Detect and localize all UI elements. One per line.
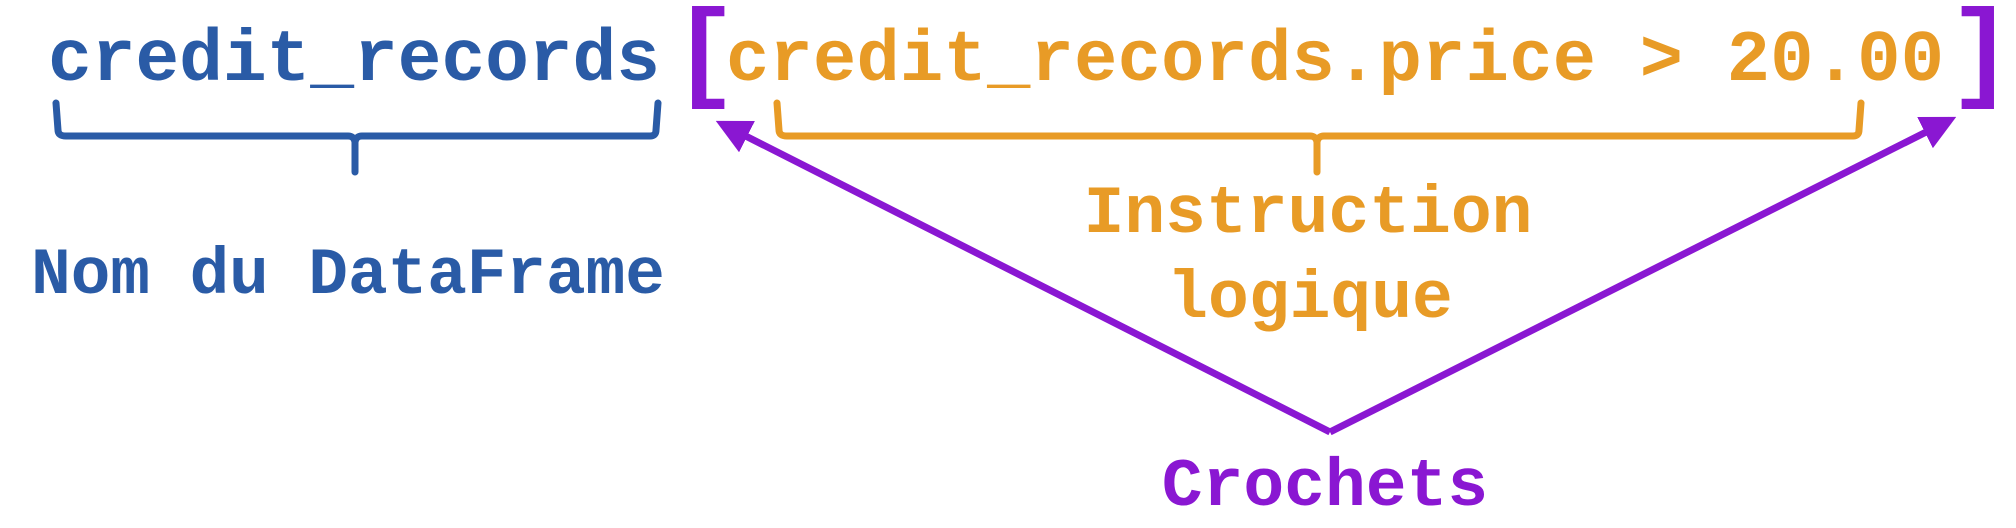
condition-brace	[773, 99, 1865, 176]
open-bracket: [	[672, 0, 738, 120]
dataframe-code: credit_records	[48, 19, 660, 102]
close-bracket: ]	[1948, 0, 2014, 120]
dataframe-name-label: Nom du DataFrame	[31, 238, 665, 313]
instruction-label-line1: Instruction	[1084, 176, 1533, 253]
instruction-label-line2: logique	[1167, 261, 1453, 338]
brackets-label: Crochets	[1162, 449, 1488, 526]
arrow-to-close-bracket	[1328, 116, 1957, 436]
dataframe-brace	[52, 99, 662, 176]
condition-code: credit_records.price > 20.00	[726, 20, 1944, 102]
arrow-to-open-bracket	[715, 120, 1332, 436]
